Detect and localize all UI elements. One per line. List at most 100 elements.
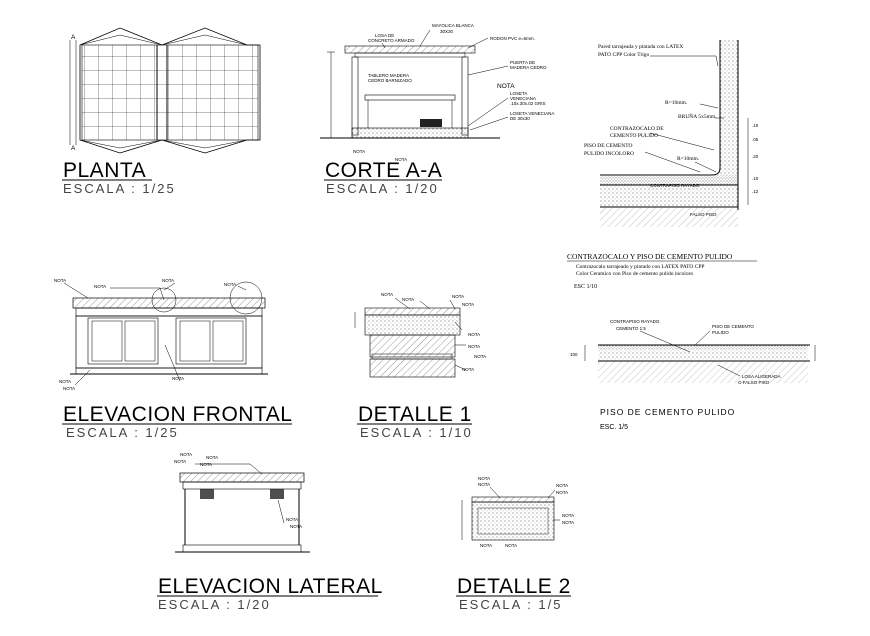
czc-falso: FALSO PISO xyxy=(690,212,717,217)
czc-scale: ESC 1/10 xyxy=(574,284,597,290)
d2-nota-1: NOTA xyxy=(478,476,490,481)
ef-scale: ESCALA : 1/25 xyxy=(66,425,179,440)
czc-desc-2: Color Ceramico con Piso de cemento pulid… xyxy=(576,271,693,277)
corte-label-puerta: PUERTA DE xyxy=(510,60,535,65)
d2-nota-3: NOTA xyxy=(556,483,568,488)
czc-dim-2: .05 xyxy=(752,137,759,142)
corte-label-mayolica-size: 30X30 xyxy=(440,29,454,34)
el-nota-3: NOTA xyxy=(206,455,218,460)
ef-nota-7: NOTA xyxy=(63,386,75,391)
ef-nota-2: NOTA xyxy=(94,284,106,289)
corte-label-loseta-v: LOSETA VENECIANA xyxy=(510,111,554,116)
ef-nota-3: NOTA xyxy=(162,278,174,283)
el-nota-1: NOTA xyxy=(180,452,192,457)
d1-nota-8: NOTA xyxy=(462,367,474,372)
pc-pulido: PULIDO xyxy=(712,330,729,335)
ef-nota-4: NOTA xyxy=(224,282,236,287)
section-marker-a-top: A xyxy=(71,34,76,41)
d2-nota-5: NOTA xyxy=(562,513,574,518)
corte-label-loseta-v-2: DE 30x30 xyxy=(510,116,530,121)
corte-label-rodon: RODON PVC e=6mm. xyxy=(490,36,535,41)
pc-scale: ESC. 1/5 xyxy=(600,424,628,431)
pc-title: PISO DE CEMENTO PULIDO xyxy=(600,407,735,417)
d1-nota-6: NOTA xyxy=(468,344,480,349)
corte-label-losa: LOSA DE xyxy=(375,33,394,38)
ef-title: ELEVACION FRONTAL xyxy=(63,403,292,426)
czc-czc-2: CEMENTO PULIDO xyxy=(610,133,658,139)
d2-nota-8: NOTA xyxy=(505,543,517,548)
corte-label-puerta-2: MADERA CEDRO xyxy=(510,65,547,70)
d2-nota-6: NOTA xyxy=(562,520,574,525)
corte-scale: ESCALA : 1/20 xyxy=(326,181,439,196)
corte-label-nota-title: NOTA xyxy=(395,157,407,162)
el-title: ELEVACION LATERAL xyxy=(158,575,383,598)
corte-label-loseta: LOSETA xyxy=(510,91,527,96)
planta-view: A A PLANTA ESCALA : 1/25 xyxy=(62,27,261,196)
corte-label-tablero: TABLERO MADERA xyxy=(368,73,409,78)
d1-nota-7: NOTA xyxy=(474,354,486,359)
piso-cemento-detail: 100 CONTRAPISO RAYADO. CEMENTO 1:5 PISO … xyxy=(570,319,816,431)
czc-bruna: BRUÑA 5x5mm. xyxy=(678,112,717,120)
corte-label-mayolica: MAYOLICA BLANCA xyxy=(432,23,474,28)
corte-label-losa-2: CONCRETO ARMADO xyxy=(368,38,415,43)
czc-dim-3: .20 xyxy=(752,154,759,159)
d1-scale: ESCALA : 1/10 xyxy=(360,425,473,440)
el-nota-6: NOTA xyxy=(290,524,302,529)
pc-cemento: CEMENTO 1:5 xyxy=(616,326,646,331)
corte-label-loseta-3: .10x.30x.02 GRIS xyxy=(510,101,546,106)
ef-nota-6: NOTA xyxy=(59,379,71,384)
el-nota-2: NOTA xyxy=(174,459,186,464)
czc-dim-5: .12 xyxy=(752,189,759,194)
d2-scale: ESCALA : 1/5 xyxy=(459,597,563,612)
d1-nota-2: NOTA xyxy=(402,297,414,302)
pc-piso: PISO DE CEMENTO xyxy=(712,324,754,329)
czc-piso-2: PULIDO INCOLORO xyxy=(584,151,634,157)
el-nota-4: NOTA xyxy=(200,462,212,467)
czc-pared-2: PATO CPP Color Trigo xyxy=(598,52,650,58)
czc-r10a: R=10mm. xyxy=(665,100,688,106)
czc-czc: CONTRAZOCALO DE xyxy=(610,126,664,132)
plan-outline xyxy=(79,27,261,154)
d1-title: DETALLE 1 xyxy=(358,403,472,426)
pc-dim-left: 100 xyxy=(570,352,578,357)
d1-nota-4: NOTA xyxy=(462,302,474,307)
d1-nota-5: NOTA xyxy=(468,332,480,337)
czc-desc-1: Contrazocalo tarrajeado y pintado con LA… xyxy=(576,264,704,270)
d2-title: DETALLE 2 xyxy=(457,575,571,598)
front-glazing xyxy=(87,317,247,365)
d1-nota-3: NOTA xyxy=(452,294,464,299)
elevacion-frontal-view: NOTA NOTA NOTA NOTA NOTA NOTA NOTA ELEVA… xyxy=(54,278,292,440)
pc-losa: LOSA ALIGERADA xyxy=(742,374,781,379)
czc-dim-1: .10 xyxy=(752,123,759,128)
corte-label-tablero-2: CEDRO BARNIZADO xyxy=(368,78,412,83)
ef-nota-1: NOTA xyxy=(54,278,66,283)
pc-falso: O FALSO PISO xyxy=(738,380,770,385)
detalle-1-view: NOTA NOTA NOTA NOTA NOTA NOTA NOTA NOTA … xyxy=(354,292,486,440)
corte-title: CORTE A-A xyxy=(325,159,442,182)
czc-contrapiso: CONTRAPISO RAYADO xyxy=(650,183,700,188)
contrazocalo-detail: .10 .05 .20 .10 .12 Pared tarrajeada y p… xyxy=(567,40,759,290)
planta-scale: ESCALA : 1/25 xyxy=(63,181,176,196)
d2-nota-4: NOTA xyxy=(556,490,568,495)
planta-title: PLANTA xyxy=(63,159,146,182)
czc-piso: PISO DE CEMENTO xyxy=(584,143,633,149)
d2-nota-2: NOTA xyxy=(478,482,490,487)
ef-nota-5: NOTA xyxy=(172,376,184,381)
corte-a-a-view: MAYOLICA BLANCA 30X30 LOSA DE CONCRETO A… xyxy=(320,23,554,196)
czc-title: CONTRAZOCALO Y PISO DE CEMENTO PULIDO xyxy=(567,252,733,261)
d1-nota-1: NOTA xyxy=(381,292,393,297)
corte-label-nota-bottom: NOTA xyxy=(353,149,365,154)
czc-pared: Pared tarrajeada y pintada con LATEX xyxy=(598,44,683,50)
d2-nota-7: NOTA xyxy=(480,543,492,548)
el-scale: ESCALA : 1/20 xyxy=(158,597,271,612)
detalle-2-view: NOTA NOTA NOTA NOTA NOTA NOTA NOTA NOTA … xyxy=(456,476,574,612)
czc-dim-4: .10 xyxy=(752,176,759,181)
corte-label-nota-right: NOTA xyxy=(497,83,515,90)
corte-label-loseta-2: VENECIANA xyxy=(510,96,536,101)
elevacion-lateral-view: NOTA NOTA NOTA NOTA NOTA NOTA ELEVACION … xyxy=(157,452,383,612)
czc-r10b: R=10mm. xyxy=(677,156,700,162)
section-marker-a-bottom: A xyxy=(71,145,76,152)
el-nota-5: NOTA xyxy=(286,517,298,522)
pc-contrapiso: CONTRAPISO RAYADO. xyxy=(610,319,661,324)
